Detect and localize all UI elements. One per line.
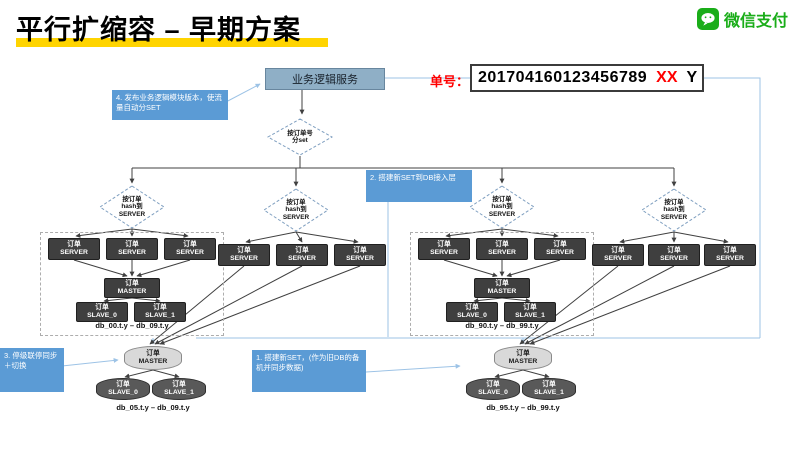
new-order-slave0-node: 订单 SLAVE_0 <box>466 378 520 400</box>
order-master-node: 订单 MASTER <box>474 278 530 298</box>
new-order-slave1-node: 订单 SLAVE_1 <box>522 378 576 400</box>
db-range-label-set-left: db_00.t.y – db_09.t.y <box>95 321 169 330</box>
order-slave0-node: 订单 SLAVE_0 <box>446 302 498 322</box>
page-title: 平行扩缩容 – 早期方案 <box>16 15 302 45</box>
order-slave0-node: 订单 SLAVE_0 <box>76 302 128 322</box>
hash-diamond-set4: 按订单 hash到 SERVER <box>641 188 707 232</box>
hash-diamond-set3: 按订单 hash到 SERVER <box>469 185 535 229</box>
diamond-shape <box>263 188 329 232</box>
db-range-label-new-left: db_05.t.y – db_09.t.y <box>116 403 190 412</box>
order-server-node: 订单 SERVER <box>276 244 328 266</box>
hash-diamond-label: 按订单 hash到 SERVER <box>282 198 310 221</box>
callout-step2: 2. 搭建新SET到DB接入层 <box>366 170 472 202</box>
new-order-master-node: 订单 MASTER <box>494 346 552 370</box>
route-set-label: 按订单号 分set <box>287 129 313 144</box>
order-server-node: 订单 SERVER <box>476 238 528 260</box>
callout-step3: 3. 停级联停同步＋切换 <box>0 348 64 392</box>
order-server-node: 订单 SERVER <box>418 238 470 260</box>
new-order-slave1-node: 订单 SLAVE_1 <box>152 378 206 400</box>
order-server-node: 订单 SERVER <box>218 244 270 266</box>
order-server-node: 订单 SERVER <box>334 244 386 266</box>
callout-step1: 1. 搭建新SET，(作为旧DB的备机并同步数据) <box>252 350 366 392</box>
hash-diamond-label: 按订单 hash到 SERVER <box>118 195 146 218</box>
wechat-icon <box>696 8 719 30</box>
diamond-shape <box>266 118 334 156</box>
new-order-slave0-node: 订单 SLAVE_0 <box>96 378 150 400</box>
hash-diamond-label: 按订单 hash到 SERVER <box>488 195 516 218</box>
order-slave1-node: 订单 SLAVE_1 <box>134 302 186 322</box>
hash-diamond-set1: 按订单 hash到 SERVER <box>99 185 165 229</box>
hash-diamond-label: 按订单 hash到 SERVER <box>660 198 688 221</box>
order-number-shard-y: Y <box>686 69 698 86</box>
order-master-node: 订单 MASTER <box>104 278 160 298</box>
business-logic-service-node: 业务逻辑服务 <box>265 68 385 90</box>
db-range-label-set-right: db_90.t.y – db_99.t.y <box>465 321 539 330</box>
order-number-label: 单号： <box>430 74 470 89</box>
order-server-node: 订单 SERVER <box>48 238 100 260</box>
route-set-diamond: 按订单号 分set <box>266 118 334 156</box>
order-server-node: 订单 SERVER <box>648 244 700 266</box>
order-server-node: 订单 SERVER <box>704 244 756 266</box>
order-server-node: 订单 SERVER <box>164 238 216 260</box>
wechat-pay-logo: 微信支付 <box>696 7 788 31</box>
callout-step4: 4. 发布业务逻辑模块版本，使流量自动分SET <box>112 90 228 120</box>
db-range-label-new-right: db_95.t.y – db_99.t.y <box>486 403 560 412</box>
order-number-value: 201704160123456789 <box>478 69 648 86</box>
order-number-box: 201704160123456789 XX Y <box>470 64 704 92</box>
brand-wordmark: 微信支付 <box>723 13 788 30</box>
order-number-shard-xx: XX <box>656 69 678 86</box>
order-slave1-node: 订单 SLAVE_1 <box>504 302 556 322</box>
new-order-master-node: 订单 MASTER <box>124 346 182 370</box>
title-highlight-bar <box>16 38 328 47</box>
hash-diamond-set2: 按订单 hash到 SERVER <box>263 188 329 232</box>
diamond-shape <box>99 185 165 229</box>
order-server-node: 订单 SERVER <box>106 238 158 260</box>
order-server-node: 订单 SERVER <box>534 238 586 260</box>
order-server-node: 订单 SERVER <box>592 244 644 266</box>
